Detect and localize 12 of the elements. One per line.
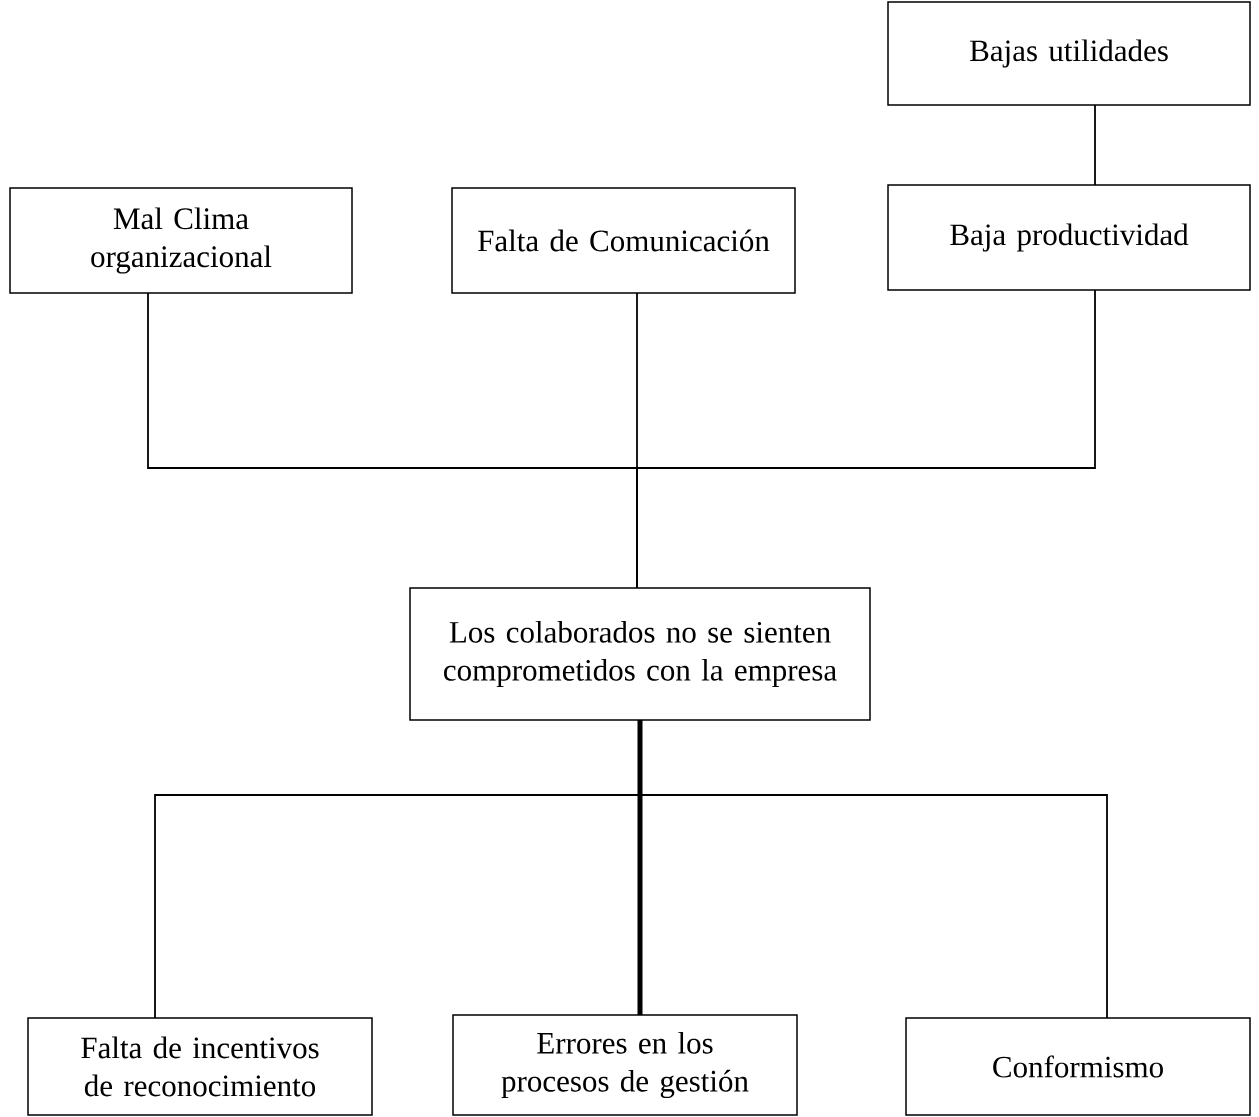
connector-line xyxy=(1094,104,1096,186)
text-box: Baja productividad xyxy=(887,184,1251,291)
text-box: Falta de incentivos de reconocimiento xyxy=(27,1017,373,1116)
text-box: Conformismo xyxy=(905,1017,1251,1116)
connector-line xyxy=(636,289,1096,589)
connector-line xyxy=(639,719,1108,1019)
text-box: Errores en los procesos de gestión xyxy=(452,1014,798,1116)
text-box: Bajas utilidades xyxy=(887,1,1251,106)
text-box: Falta de Comunicación xyxy=(451,187,796,294)
text-box: Mal Clima organizacional xyxy=(9,187,353,294)
text-box: Los colaborados no se sienten comprometidos con la empresa xyxy=(409,587,871,721)
connector-line xyxy=(637,720,643,1015)
